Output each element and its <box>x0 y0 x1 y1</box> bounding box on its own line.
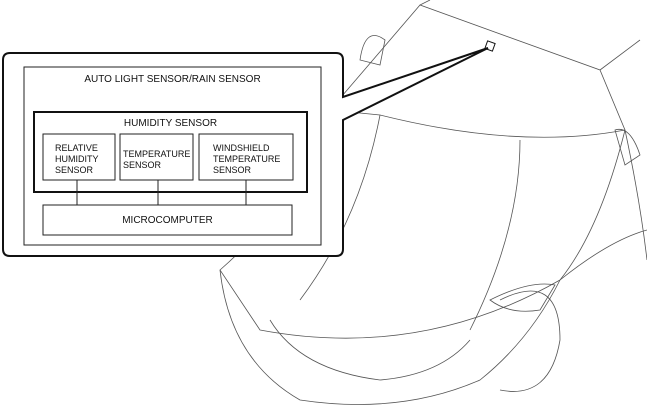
humidity-sensor-label: HUMIDITY SENSOR <box>123 118 218 129</box>
label-line: SENSOR <box>123 160 162 170</box>
windshield-temperature-sensor-label: WINDSHIELD TEMPERATURE SENSOR <box>213 143 280 176</box>
grille <box>269 319 471 381</box>
relative-humidity-sensor-label: RELATIVE HUMIDITY SENSOR <box>55 143 99 176</box>
bumper <box>219 269 561 405</box>
humidity-sensor-box <box>33 111 308 193</box>
label-line: SENSOR <box>55 165 94 175</box>
label-line: HUMIDITY <box>55 154 99 164</box>
label-line: TEMPERATURE <box>123 149 191 159</box>
label-line: SENSOR <box>213 165 252 175</box>
microcomputer-label: MICROCOMPUTER <box>122 215 213 226</box>
connection-lines <box>76 180 247 205</box>
mirror-left <box>359 35 386 66</box>
wheel <box>499 290 561 392</box>
hood-crease <box>299 114 521 331</box>
roof-line <box>419 0 641 71</box>
temperature-sensor-label: TEMPERATURE SENSOR <box>123 149 190 171</box>
mirror-right <box>614 128 641 166</box>
relative-humidity-sensor-box <box>42 133 116 181</box>
auto-light-rain-sensor-label: AUTO LIGHT SENSOR/RAIN SENSOR <box>84 74 261 85</box>
side-body <box>559 129 647 281</box>
label-line: TEMPERATURE <box>213 154 281 164</box>
label-line: RELATIVE <box>55 143 98 153</box>
windshield-outline <box>329 4 626 138</box>
headlight <box>489 283 556 312</box>
auto-light-rain-sensor-box <box>23 66 322 246</box>
microcomputer-box <box>42 204 293 236</box>
temperature-sensor-box <box>119 133 194 181</box>
label-line: WINDSHIELD <box>213 143 270 153</box>
callout-box <box>2 47 489 257</box>
